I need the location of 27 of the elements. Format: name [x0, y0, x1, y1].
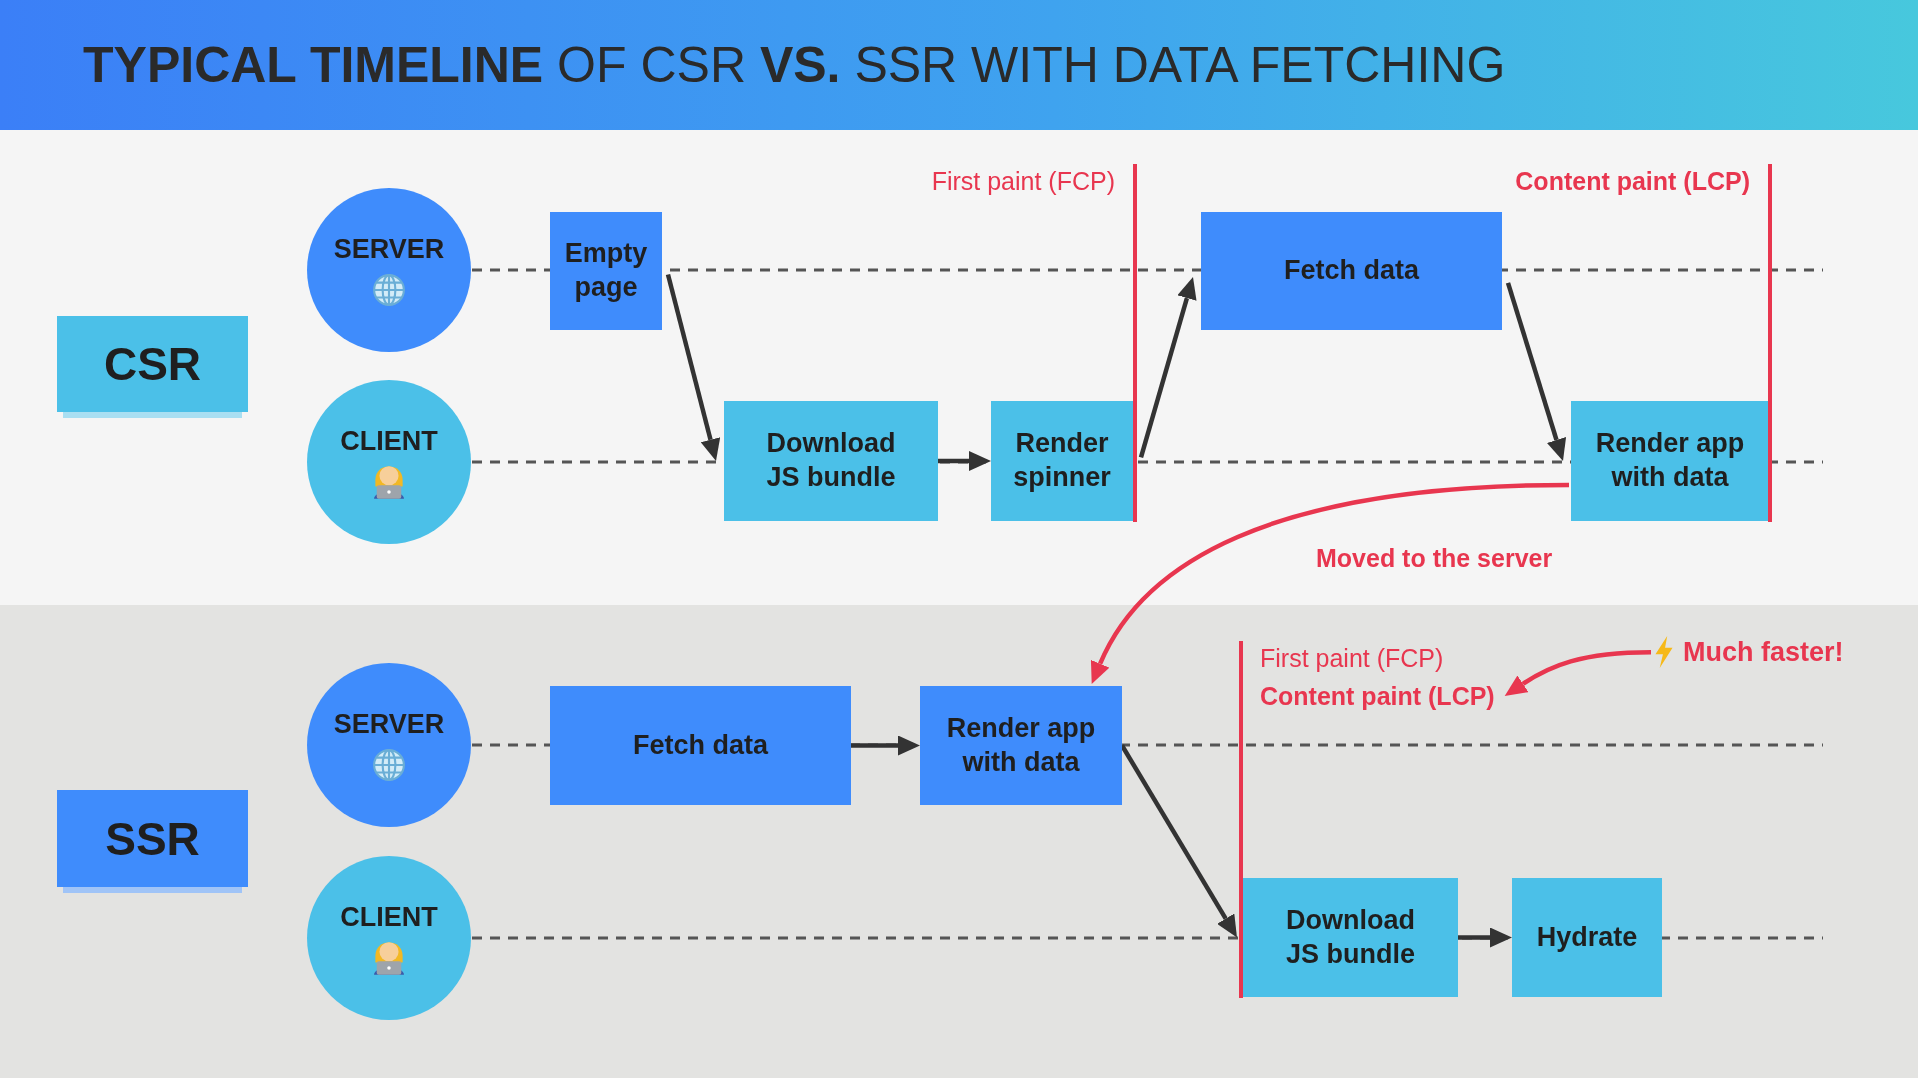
curved-arrow [1090, 482, 1570, 684]
arrow [1458, 927, 1512, 948]
step-box: Render spinner [991, 401, 1133, 521]
step-box: Download JS bundle [1243, 878, 1458, 997]
milestone-label: Content paint (LCP) [1515, 166, 1750, 196]
arrow [665, 273, 721, 461]
step-box: Render app with data [1571, 401, 1769, 521]
lane-title: SERVER [333, 707, 445, 741]
lane-title: SERVER [333, 232, 445, 266]
milestone-label: First paint (FCP) [931, 166, 1115, 196]
step-box: Render app with data [920, 686, 1122, 805]
arrow [1505, 282, 1567, 461]
arrow [851, 735, 920, 756]
title: TYPICAL TIMELINE OF CSR VS. SSR WITH DATA FETCHING [83, 38, 1506, 93]
milestone-label: Content paint (LCP) [1260, 681, 1495, 711]
step-box: Fetch data [1201, 212, 1502, 330]
curved-arrow [1504, 649, 1652, 696]
callout-text: Much faster! [1683, 636, 1844, 669]
lane-title: CLIENT [340, 425, 438, 458]
arrow [938, 451, 991, 471]
arrow [1138, 276, 1197, 459]
step-box: Download JS bundle [724, 401, 938, 521]
step-box: Hydrate [1512, 878, 1662, 997]
step-box: Fetch data [550, 686, 851, 805]
milestone-label: First paint (FCP) [1260, 643, 1444, 673]
step-box: Empty page [550, 212, 662, 330]
lane-title: CLIENT [340, 901, 438, 934]
